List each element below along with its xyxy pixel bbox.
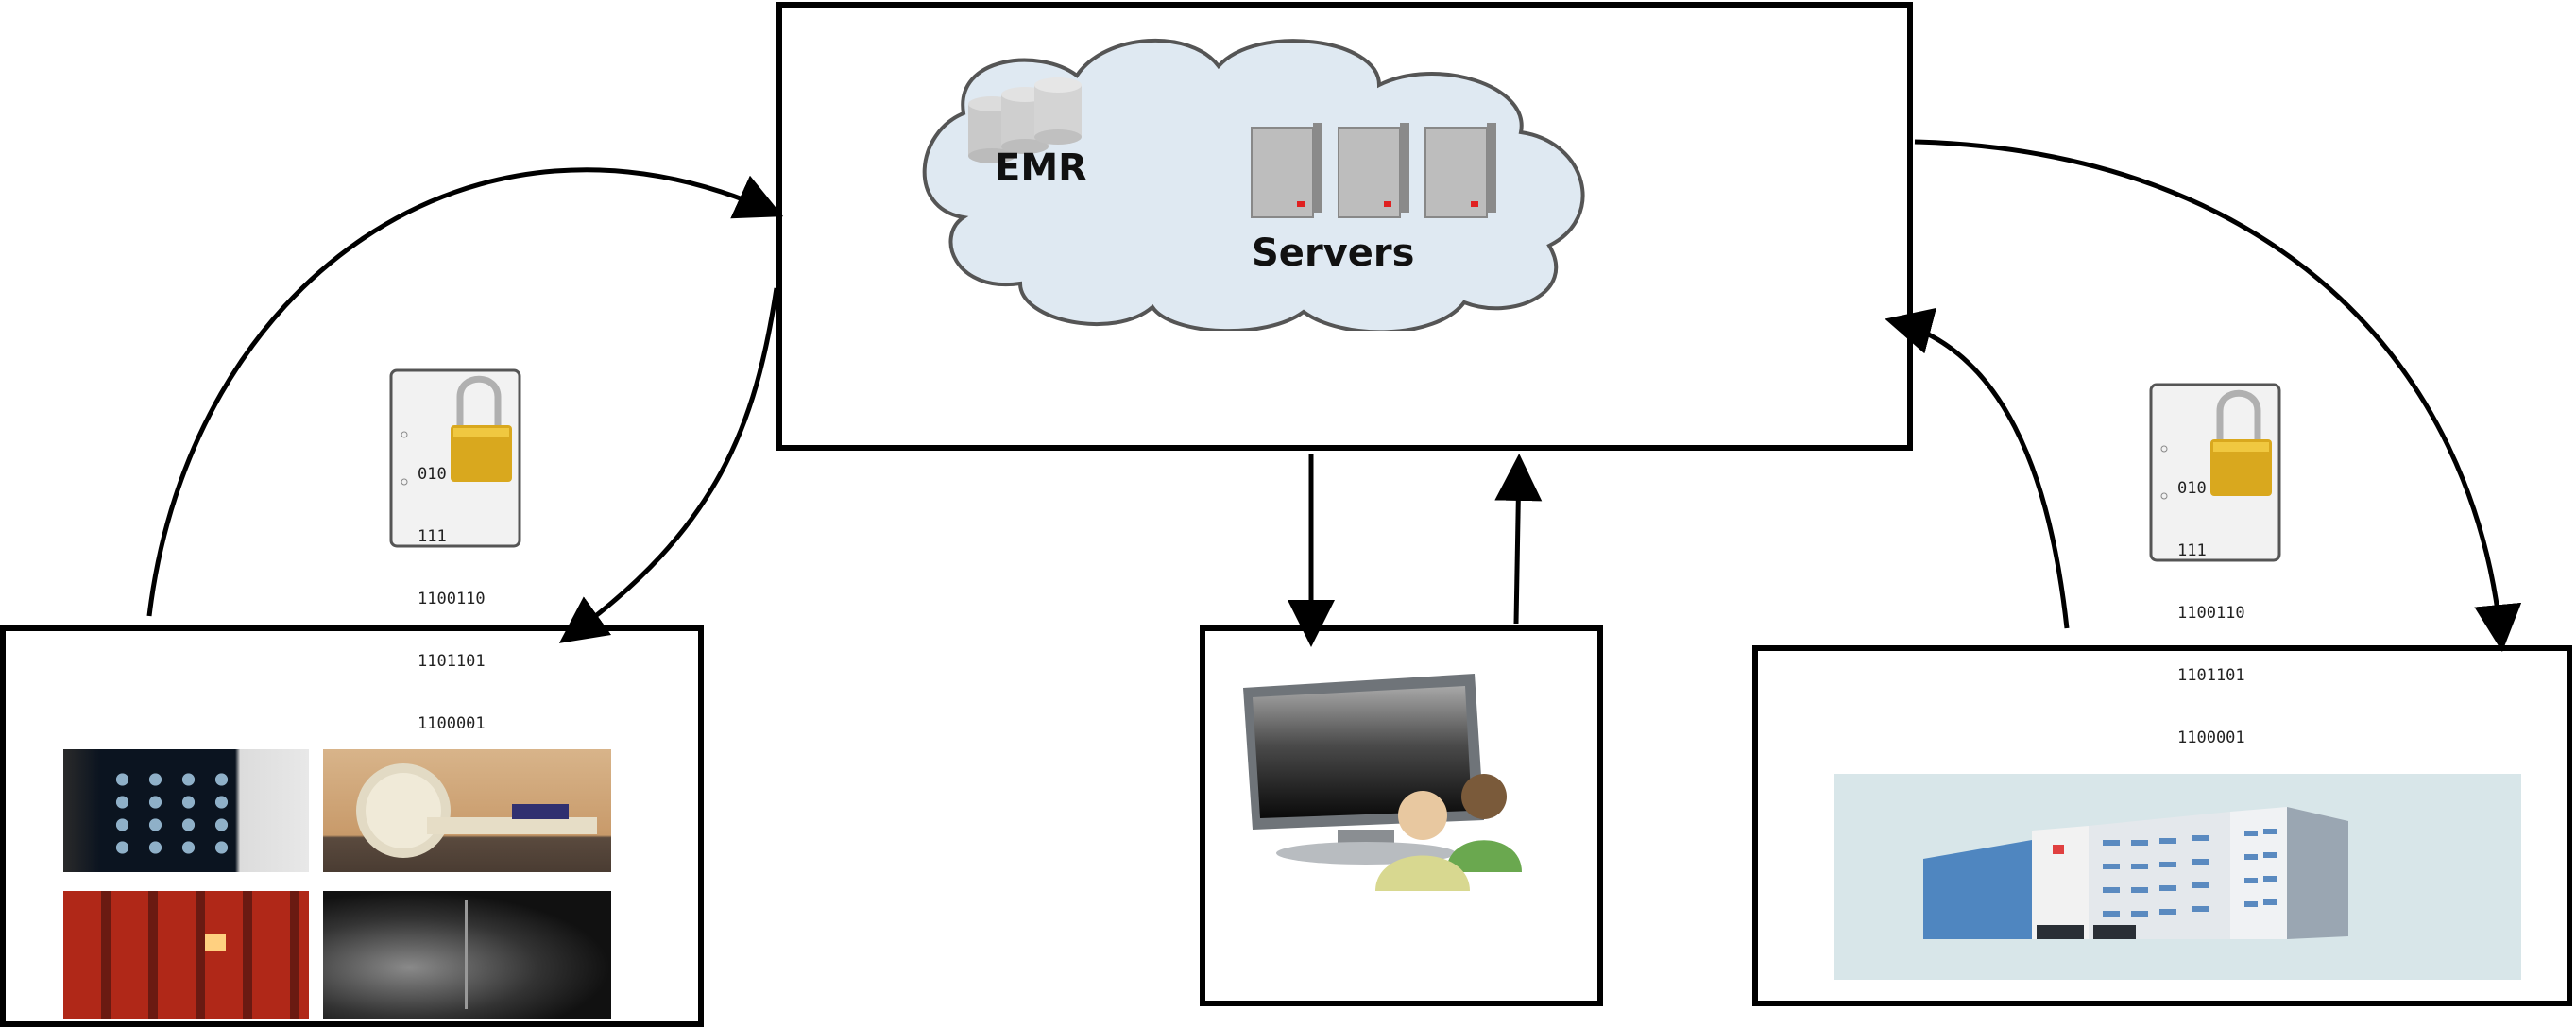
arrow-cloud-to-imaging bbox=[558, 287, 779, 643]
hospital-building-image bbox=[1834, 774, 2521, 980]
database-icon bbox=[968, 77, 1082, 163]
pet-scan-image bbox=[63, 891, 309, 1019]
ultrasound-image bbox=[323, 891, 611, 1019]
binary-line: 1101101 bbox=[418, 652, 486, 671]
binary-line: 1101101 bbox=[2177, 666, 2245, 685]
binary-line: 010 bbox=[418, 465, 447, 484]
hospital-box bbox=[1752, 645, 2572, 1006]
hospital-building-icon bbox=[1923, 807, 2348, 939]
binary-line: 1100110 bbox=[2177, 604, 2245, 623]
mri-scans-image bbox=[63, 749, 309, 872]
encrypted-document-right: 010 111 1100110 1101101 1100001 bbox=[2149, 383, 2281, 747]
users-icon bbox=[1375, 774, 1522, 891]
arrow-hospital-to-cloud bbox=[1885, 307, 2070, 629]
binary-line: 1100001 bbox=[2177, 728, 2245, 747]
medical-imaging-box bbox=[0, 625, 704, 1027]
binary-line: 111 bbox=[418, 527, 447, 546]
servers-label: Servers bbox=[1252, 231, 1415, 275]
emr-label: EMR bbox=[995, 146, 1087, 190]
servers-icon bbox=[1251, 123, 1496, 218]
encrypted-document-left: 010 111 1100110 1101101 1100001 bbox=[389, 368, 521, 733]
cloud-icon bbox=[922, 38, 1585, 331]
binary-line: 010 bbox=[2177, 479, 2207, 498]
monitor-icon bbox=[1243, 674, 1484, 865]
clinicians-box bbox=[1200, 625, 1603, 1006]
ct-scanner-image bbox=[323, 749, 611, 872]
binary-line: 1100001 bbox=[418, 714, 486, 733]
binary-line: 1100110 bbox=[418, 590, 486, 608]
arrow-clinicians-to-cloud bbox=[1494, 454, 1543, 625]
binary-line: 111 bbox=[2177, 541, 2207, 560]
workstation-users-icon bbox=[1243, 674, 1522, 891]
